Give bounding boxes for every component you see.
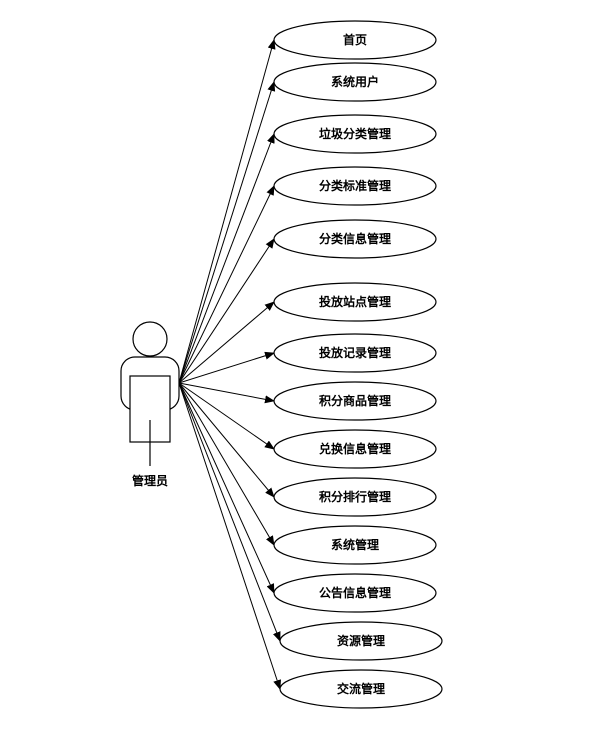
association-arrow (178, 382, 275, 450)
use-case-label: 系统管理 (331, 537, 379, 552)
use-case-ellipse (273, 219, 437, 259)
use-case: 系统管理 (273, 525, 437, 565)
use-case-ellipse (273, 573, 437, 613)
actor-label: 管理员 (132, 473, 168, 488)
association-arrow (178, 382, 281, 690)
use-case-ellipse (279, 621, 443, 661)
association-arrow (178, 39, 276, 384)
use-case-label: 投放站点管理 (319, 294, 391, 309)
use-case-label: 积分商品管理 (319, 393, 391, 408)
use-case: 投放记录管理 (273, 333, 437, 373)
use-case: 首页 (273, 20, 437, 60)
use-case-label: 公告信息管理 (319, 585, 391, 600)
use-case-list: 首页系统用户垃圾分类管理分类标准管理分类信息管理投放站点管理投放记录管理积分商品… (273, 20, 443, 709)
association-arrow (178, 133, 275, 384)
association-lines (178, 39, 281, 690)
use-case-ellipse (273, 114, 437, 154)
use-case: 垃圾分类管理 (273, 114, 437, 154)
use-case: 系统用户 (273, 62, 437, 102)
use-case: 积分排行管理 (273, 477, 437, 517)
use-case: 资源管理 (279, 621, 443, 661)
use-case-ellipse (273, 477, 437, 517)
use-case-label: 投放记录管理 (319, 345, 391, 360)
actor-administrator: 管理员 (120, 321, 180, 488)
use-case-ellipse (273, 381, 437, 421)
use-case-label: 资源管理 (337, 633, 385, 648)
association-arrow (178, 382, 281, 642)
use-case: 公告信息管理 (273, 573, 437, 613)
use-case-label: 兑换信息管理 (319, 441, 391, 456)
use-case-label: 积分排行管理 (319, 489, 391, 504)
use-case-ellipse (273, 282, 437, 322)
use-case: 兑换信息管理 (273, 429, 437, 469)
use-case-label: 垃圾分类管理 (319, 126, 391, 141)
association-arrow (178, 351, 275, 384)
use-case: 投放站点管理 (273, 282, 437, 322)
use-case-ellipse (273, 429, 437, 469)
use-case-ellipse (273, 166, 437, 206)
use-case-ellipse (273, 333, 437, 373)
association-arrow (178, 238, 275, 384)
association-arrow (178, 81, 276, 384)
association-arrow (178, 301, 275, 384)
association-arrow (178, 382, 275, 546)
use-case-label: 交流管理 (337, 681, 385, 696)
use-case: 分类信息管理 (273, 219, 437, 259)
use-case-ellipse (279, 669, 443, 709)
use-case-label: 分类标准管理 (319, 178, 391, 193)
use-case-label: 首页 (343, 32, 367, 47)
use-case: 分类标准管理 (273, 166, 437, 206)
association-arrow (178, 382, 275, 498)
use-case: 交流管理 (279, 669, 443, 709)
association-arrow (178, 185, 275, 384)
actor-head (132, 321, 168, 357)
use-case-ellipse (273, 20, 437, 60)
use-case-ellipse (273, 525, 437, 565)
use-case: 积分商品管理 (273, 381, 437, 421)
use-case-label: 系统用户 (331, 74, 379, 89)
use-case-label: 分类信息管理 (319, 231, 391, 246)
association-arrow (178, 382, 275, 594)
association-arrow (178, 382, 275, 404)
use-case-ellipse (273, 62, 437, 102)
